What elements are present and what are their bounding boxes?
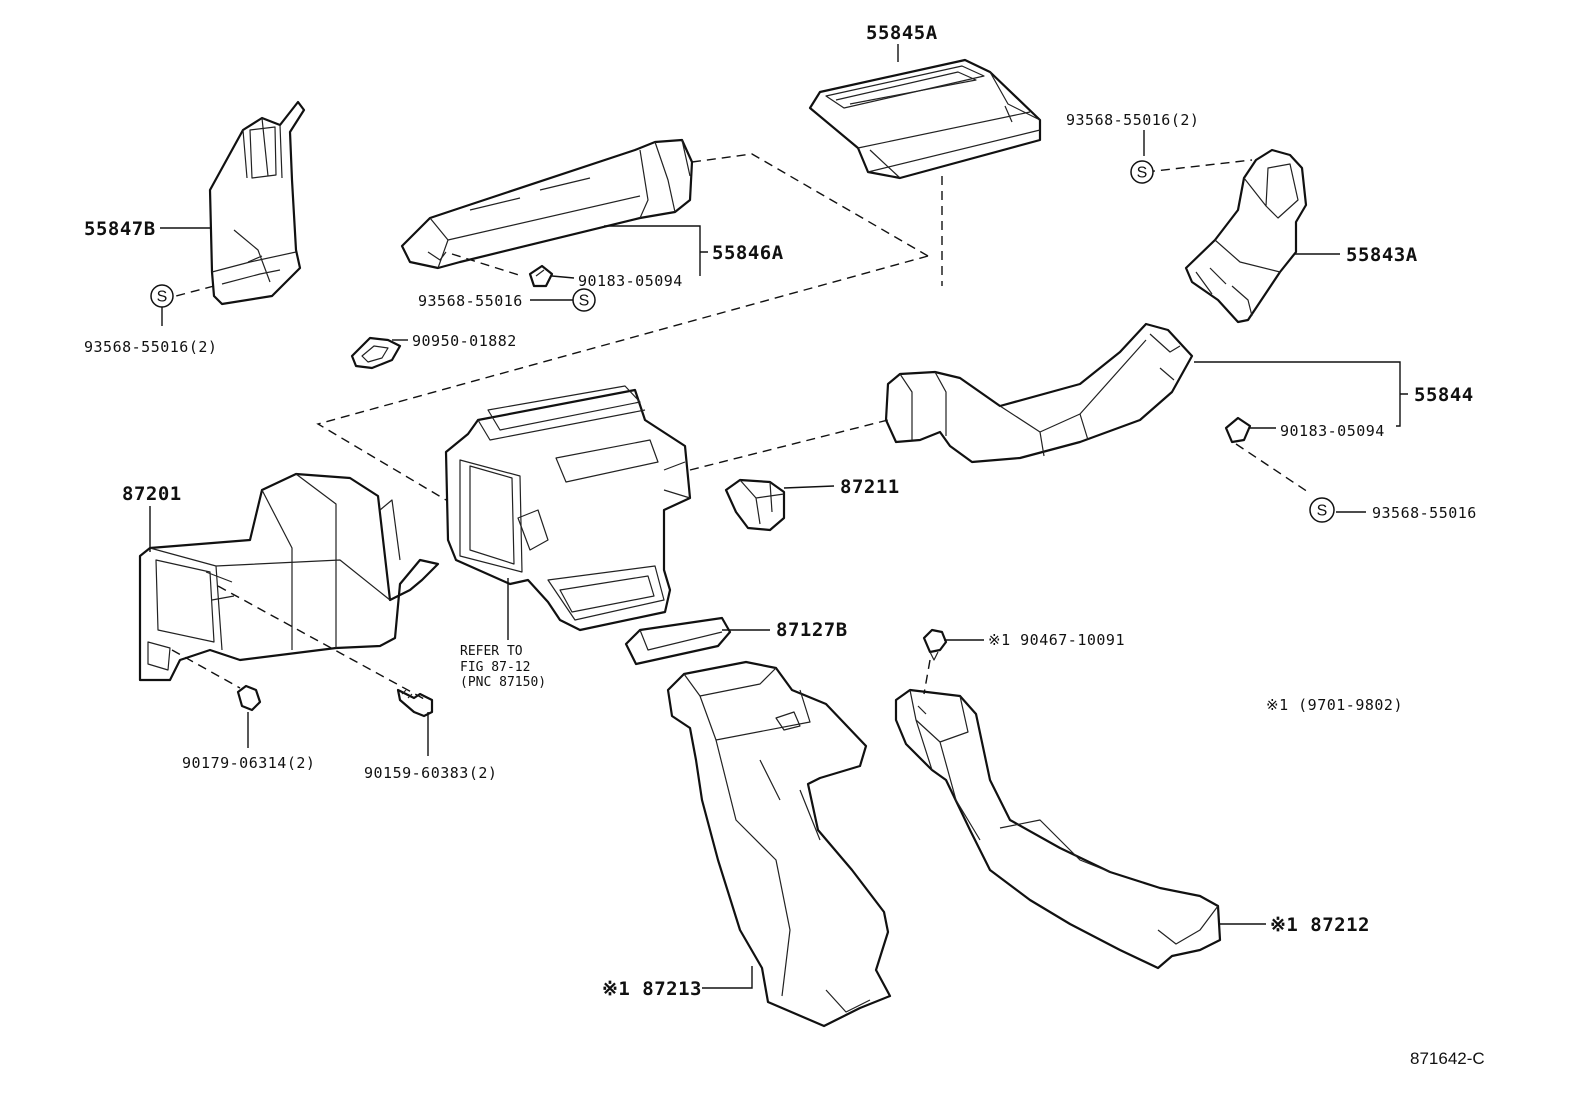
screw-symbol-text: S — [1137, 165, 1148, 182]
label-55845A[interactable]: 55845A — [866, 22, 938, 44]
label-93568-55016-right[interactable]: 93568-55016 — [1372, 504, 1477, 522]
refer-note-line1: REFER TO — [460, 644, 523, 659]
figure-code: 871642-C — [1410, 1049, 1485, 1068]
footnote-note: ※1 (9701-9802) — [1266, 696, 1403, 714]
label-93568-55016-topright[interactable]: 93568-55016(2) — [1066, 111, 1199, 129]
screw-symbol-right[interactable]: S — [1309, 497, 1335, 523]
heater-case-assembly[interactable] — [444, 385, 692, 632]
assembly-dashed-lines — [171, 153, 1309, 701]
part-90950-01882[interactable] — [350, 336, 402, 370]
refer-note-line3: (PNC 87150) — [460, 675, 546, 690]
label-90467-10091[interactable]: ※1 90467-10091 — [988, 631, 1125, 649]
clip-90183-05094-center[interactable] — [528, 264, 554, 288]
part-55844[interactable] — [884, 322, 1194, 464]
part-87212[interactable] — [894, 688, 1222, 970]
part-55847B[interactable] — [208, 100, 306, 306]
part-55845A[interactable] — [808, 58, 1042, 180]
label-90159-60383[interactable]: 90159-60383(2) — [364, 764, 497, 782]
label-87127B[interactable]: 87127B — [776, 619, 848, 641]
label-55844[interactable]: 55844 — [1414, 384, 1474, 406]
leader-lines — [149, 44, 1408, 989]
label-90183-05094-right[interactable]: 90183-05094 — [1280, 422, 1385, 440]
clip-90183-05094-right[interactable] — [1224, 416, 1252, 444]
screw-symbol-text: S — [157, 289, 168, 306]
screw-symbol-center[interactable]: S — [572, 288, 596, 312]
clip-90467-10091[interactable] — [922, 628, 948, 661]
label-87213[interactable]: ※1 87213 — [602, 978, 702, 1000]
part-87213[interactable] — [666, 660, 892, 1028]
screw-symbol-topright[interactable]: S — [1130, 160, 1154, 184]
screw-symbol-text: S — [579, 293, 590, 310]
part-87127B[interactable] — [624, 616, 732, 666]
refer-note-line2: FIG 87-12 — [460, 660, 530, 675]
screw-symbol-left[interactable]: S — [150, 284, 174, 308]
label-90179-06314[interactable]: 90179-06314(2) — [182, 754, 315, 772]
label-90950-01882[interactable]: 90950-01882 — [412, 332, 517, 350]
label-87201[interactable]: 87201 — [122, 483, 182, 505]
label-87211[interactable]: 87211 — [840, 476, 900, 498]
nut-90179-06314[interactable] — [236, 684, 262, 712]
label-93568-55016-left[interactable]: 93568-55016(2) — [84, 338, 217, 356]
label-90183-05094-center[interactable]: 90183-05094 — [578, 272, 683, 290]
screw-symbol-text: S — [1317, 503, 1328, 520]
label-87212[interactable]: ※1 87212 — [1270, 914, 1370, 936]
part-87211[interactable] — [724, 478, 786, 532]
label-93568-55016-center[interactable]: 93568-55016 — [418, 292, 523, 310]
part-55846A[interactable] — [400, 138, 694, 270]
label-55847B[interactable]: 55847B — [84, 218, 156, 240]
part-87201[interactable] — [138, 472, 440, 682]
part-55843A[interactable] — [1184, 148, 1308, 324]
label-55846A[interactable]: 55846A — [712, 242, 784, 264]
bolt-90159-60383[interactable] — [396, 688, 434, 718]
label-55843A[interactable]: 55843A — [1346, 244, 1418, 266]
